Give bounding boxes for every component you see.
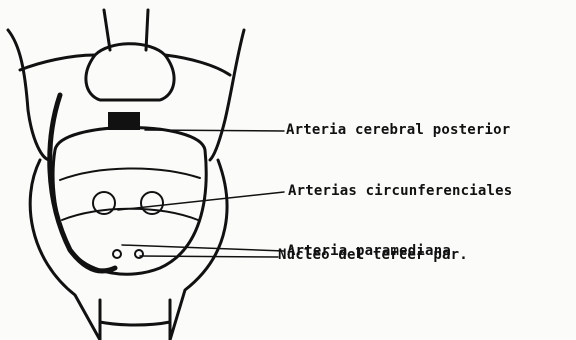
top-vessel-left [104, 10, 110, 50]
leader-paramedian [122, 245, 284, 251]
right-lobe [210, 30, 244, 160]
inner-band-2 [62, 209, 198, 220]
oculomotor-nucleus-right [135, 250, 143, 258]
inner-band [60, 168, 200, 180]
label-third-nerve-nucleus: Núcleo del tercer par. [278, 247, 468, 263]
oculomotor-nucleus-left [113, 250, 121, 258]
label-posterior-cerebral-artery: Arteria cerebral posterior [286, 122, 510, 138]
leader-circumferential [118, 192, 284, 210]
left-lobe [8, 30, 50, 160]
lower-stem [100, 300, 170, 340]
leader-third-nerve-nucleus [140, 256, 278, 257]
label-circumferential-arteries: Arterias circunferenciales [288, 183, 512, 199]
leader-posterior-cerebral [145, 130, 284, 131]
upper-band-left [20, 55, 95, 70]
brainstem-outline [30, 160, 227, 340]
left-vessel [50, 95, 115, 271]
upper-body [86, 44, 174, 100]
mesencephalon-outline [53, 128, 206, 275]
central-vessel-block [108, 112, 140, 130]
